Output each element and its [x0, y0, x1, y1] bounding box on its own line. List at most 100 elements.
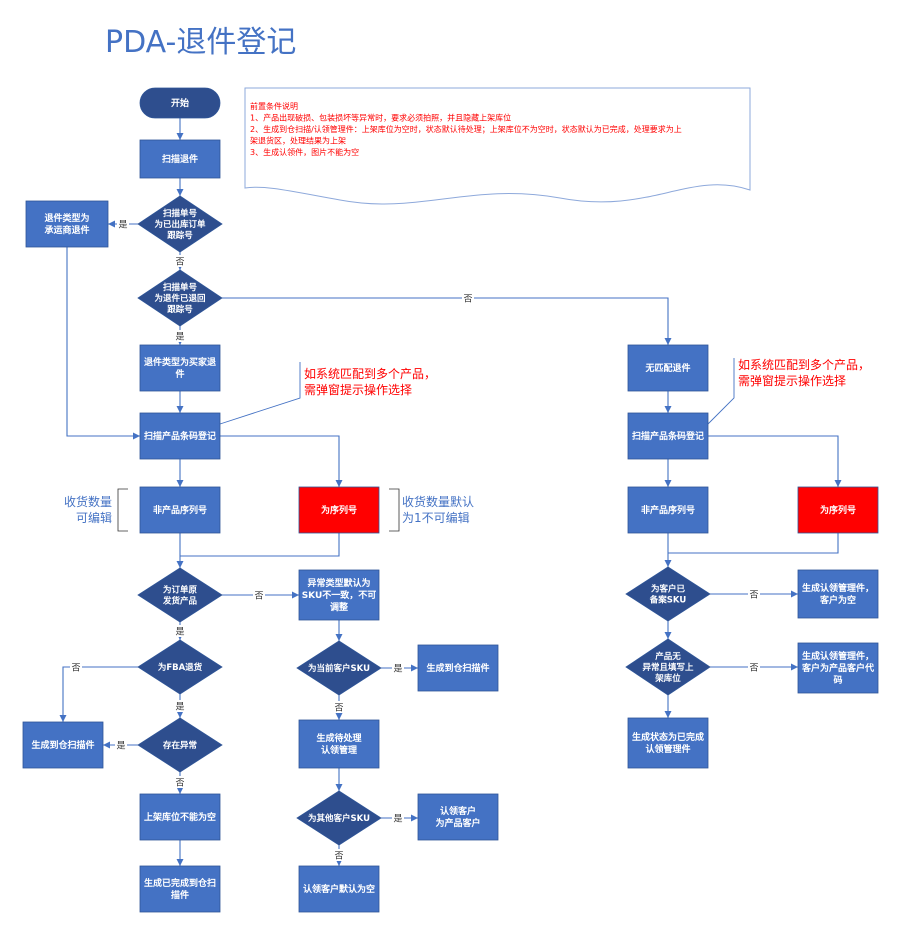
gen-claim-empty-box	[797, 569, 879, 619]
edge-carrier-barcode	[66, 247, 140, 440]
serial-left-box	[298, 486, 380, 534]
carrier-return-box-label: 退件类型为承运商退件	[44, 212, 89, 236]
edge-label-yes-fba: 是	[175, 702, 184, 713]
annotation-qty-default: 收货数量默认为1不可编辑	[402, 494, 474, 525]
customer-sku-decision	[625, 566, 711, 622]
gen-pending-box-label: 生成待处理认领管理	[316, 732, 361, 756]
gen-scan-mid-box-label: 生成到仓扫描件	[426, 662, 489, 674]
start-terminator	[139, 87, 221, 119]
bracket-qty-default	[389, 488, 400, 532]
claim-customer-box	[417, 793, 499, 841]
bracket-qty-editable	[117, 488, 128, 532]
edge-label-no-d1-bg	[174, 255, 186, 267]
annotation-qty-editable: 收货数量可编辑	[64, 494, 112, 525]
edge-label-no-d8: 否	[749, 590, 758, 601]
serial-right-box	[797, 486, 879, 534]
exception-decision	[137, 717, 223, 773]
no-exception-decision-label: 产品无异常且填写上架库位	[642, 651, 694, 684]
carrier-return-box	[25, 200, 109, 248]
order-product-decision	[137, 567, 223, 623]
serial-left-box-label: 为序列号	[321, 504, 357, 516]
edge-label-yes-d6-bg	[115, 739, 127, 751]
shelf-not-empty-box	[139, 793, 221, 841]
edge-label-no-d5-bg	[333, 701, 345, 713]
edge-label-no-d7-bg	[333, 849, 345, 861]
edge-label-yes-d3: 是	[175, 627, 184, 638]
gen-completed-box-label: 生成已完成到仓扫描件	[144, 877, 216, 901]
gen-completed-box	[139, 865, 221, 913]
edge-label-yes-d2: 是	[175, 332, 184, 343]
scan-return-box	[139, 139, 221, 179]
annotation-multi-match-right: 如系统匹配到多个产品，需弹窗提示操作选择	[738, 357, 870, 388]
gen-completed-claim-box-label: 生成状态为已完成认领管理件	[632, 731, 704, 755]
edge-label-no-fba: 否	[71, 663, 80, 674]
claim-default-empty-box-label: 认领客户默认为空	[303, 883, 375, 895]
fba-decision-label: 为FBA退货	[158, 662, 203, 673]
callout-line-right	[707, 358, 735, 425]
edge-label-yes-d7-bg	[392, 812, 404, 824]
gen-pending-box	[298, 719, 380, 769]
gen-claim-code-box	[797, 642, 879, 694]
edge-label-no-d3-bg	[253, 589, 265, 601]
edge-d2-nomatch	[222, 297, 672, 345]
edge-rbarcode-serial	[708, 435, 842, 487]
exception-sku-box	[298, 569, 380, 621]
other-sku-decision-label: 为其他客户SKU	[308, 813, 370, 824]
precondition-note-shape	[244, 87, 751, 205]
gen-claim-empty-box-label: 生成认领管理件，客户为空	[802, 582, 874, 606]
edge-label-yes-d5-bg	[392, 662, 404, 674]
scan-returned-decision	[137, 269, 223, 327]
scan-returned-decision-label: 扫描单号为退件已退回跟踪号	[154, 282, 205, 315]
page-title: PDA-退件登记	[105, 25, 296, 60]
edge-label-no-d9-bg	[748, 661, 760, 673]
edge-label-yes-d2-bg	[174, 330, 186, 342]
shelf-not-empty-box-label: 上架库位不能为空	[144, 811, 216, 823]
non-serial-right-box-label: 非产品序列号	[641, 504, 695, 516]
edge-label-yes-d3-bg	[174, 625, 186, 637]
edge-label-yes-d6: 是	[116, 741, 125, 752]
serial-right-box-label: 为序列号	[820, 504, 856, 516]
edge-label-no-d9: 否	[749, 663, 758, 674]
edge-label-no-d8-bg	[748, 588, 760, 600]
gen-completed-claim-box	[627, 717, 709, 769]
non-serial-right-box	[627, 486, 709, 534]
fba-decision	[137, 639, 223, 695]
edge-barcode-serial	[220, 435, 343, 487]
start-label: 开始	[171, 97, 189, 109]
current-sku-decision	[296, 640, 382, 696]
customer-sku-decision-label: 为客户已备案SKU	[649, 583, 687, 605]
callout-line-left	[219, 362, 301, 425]
scan-outbound-decision	[137, 195, 223, 253]
edge-rserial-merge	[668, 533, 839, 554]
buyer-return-box	[139, 344, 221, 392]
non-serial-left-box	[139, 486, 221, 534]
gen-scan-left-box-label: 生成到仓扫描件	[31, 739, 94, 751]
edge-label-yes-d7: 是	[393, 814, 402, 825]
scan-barcode-right-box-label: 扫描产品条码登记	[632, 430, 704, 442]
gen-scan-mid-box	[417, 644, 499, 692]
edge-label-no-d2-bg	[462, 292, 474, 304]
edge-label-no-fba-bg	[70, 661, 82, 673]
edge-label-no-d2: 否	[463, 294, 472, 305]
no-exception-decision	[625, 638, 711, 696]
edge-label-no-d5: 否	[334, 703, 343, 714]
gen-claim-code-box-label: 生成认领管理件，客户为产品客户代码	[801, 650, 874, 686]
no-match-box	[627, 344, 709, 392]
scan-outbound-decision-label: 扫描单号为已出库订单跟踪号	[154, 208, 206, 241]
non-serial-left-box-label: 非产品序列号	[153, 504, 207, 516]
edge-label-yes-carrier-bg	[117, 218, 129, 230]
current-sku-decision-label: 为当前客户SKU	[308, 663, 370, 674]
order-product-decision-label: 为订单原发货产品	[162, 584, 198, 606]
edge-label-yes-d5: 是	[393, 664, 402, 675]
edge-label-no-d3: 否	[254, 591, 263, 602]
edge-label-no-d6: 否	[175, 778, 184, 789]
exception-decision-label: 存在异常	[162, 740, 197, 751]
edge-label-no-d1: 否	[175, 257, 184, 268]
gen-scan-left-box	[22, 721, 104, 769]
scan-barcode-left-box	[139, 412, 221, 460]
claim-customer-box-label: 认领客户为产品客户	[435, 805, 480, 829]
edge-label-no-d6-bg	[174, 776, 186, 788]
edge-label-no-d7: 否	[334, 851, 343, 862]
